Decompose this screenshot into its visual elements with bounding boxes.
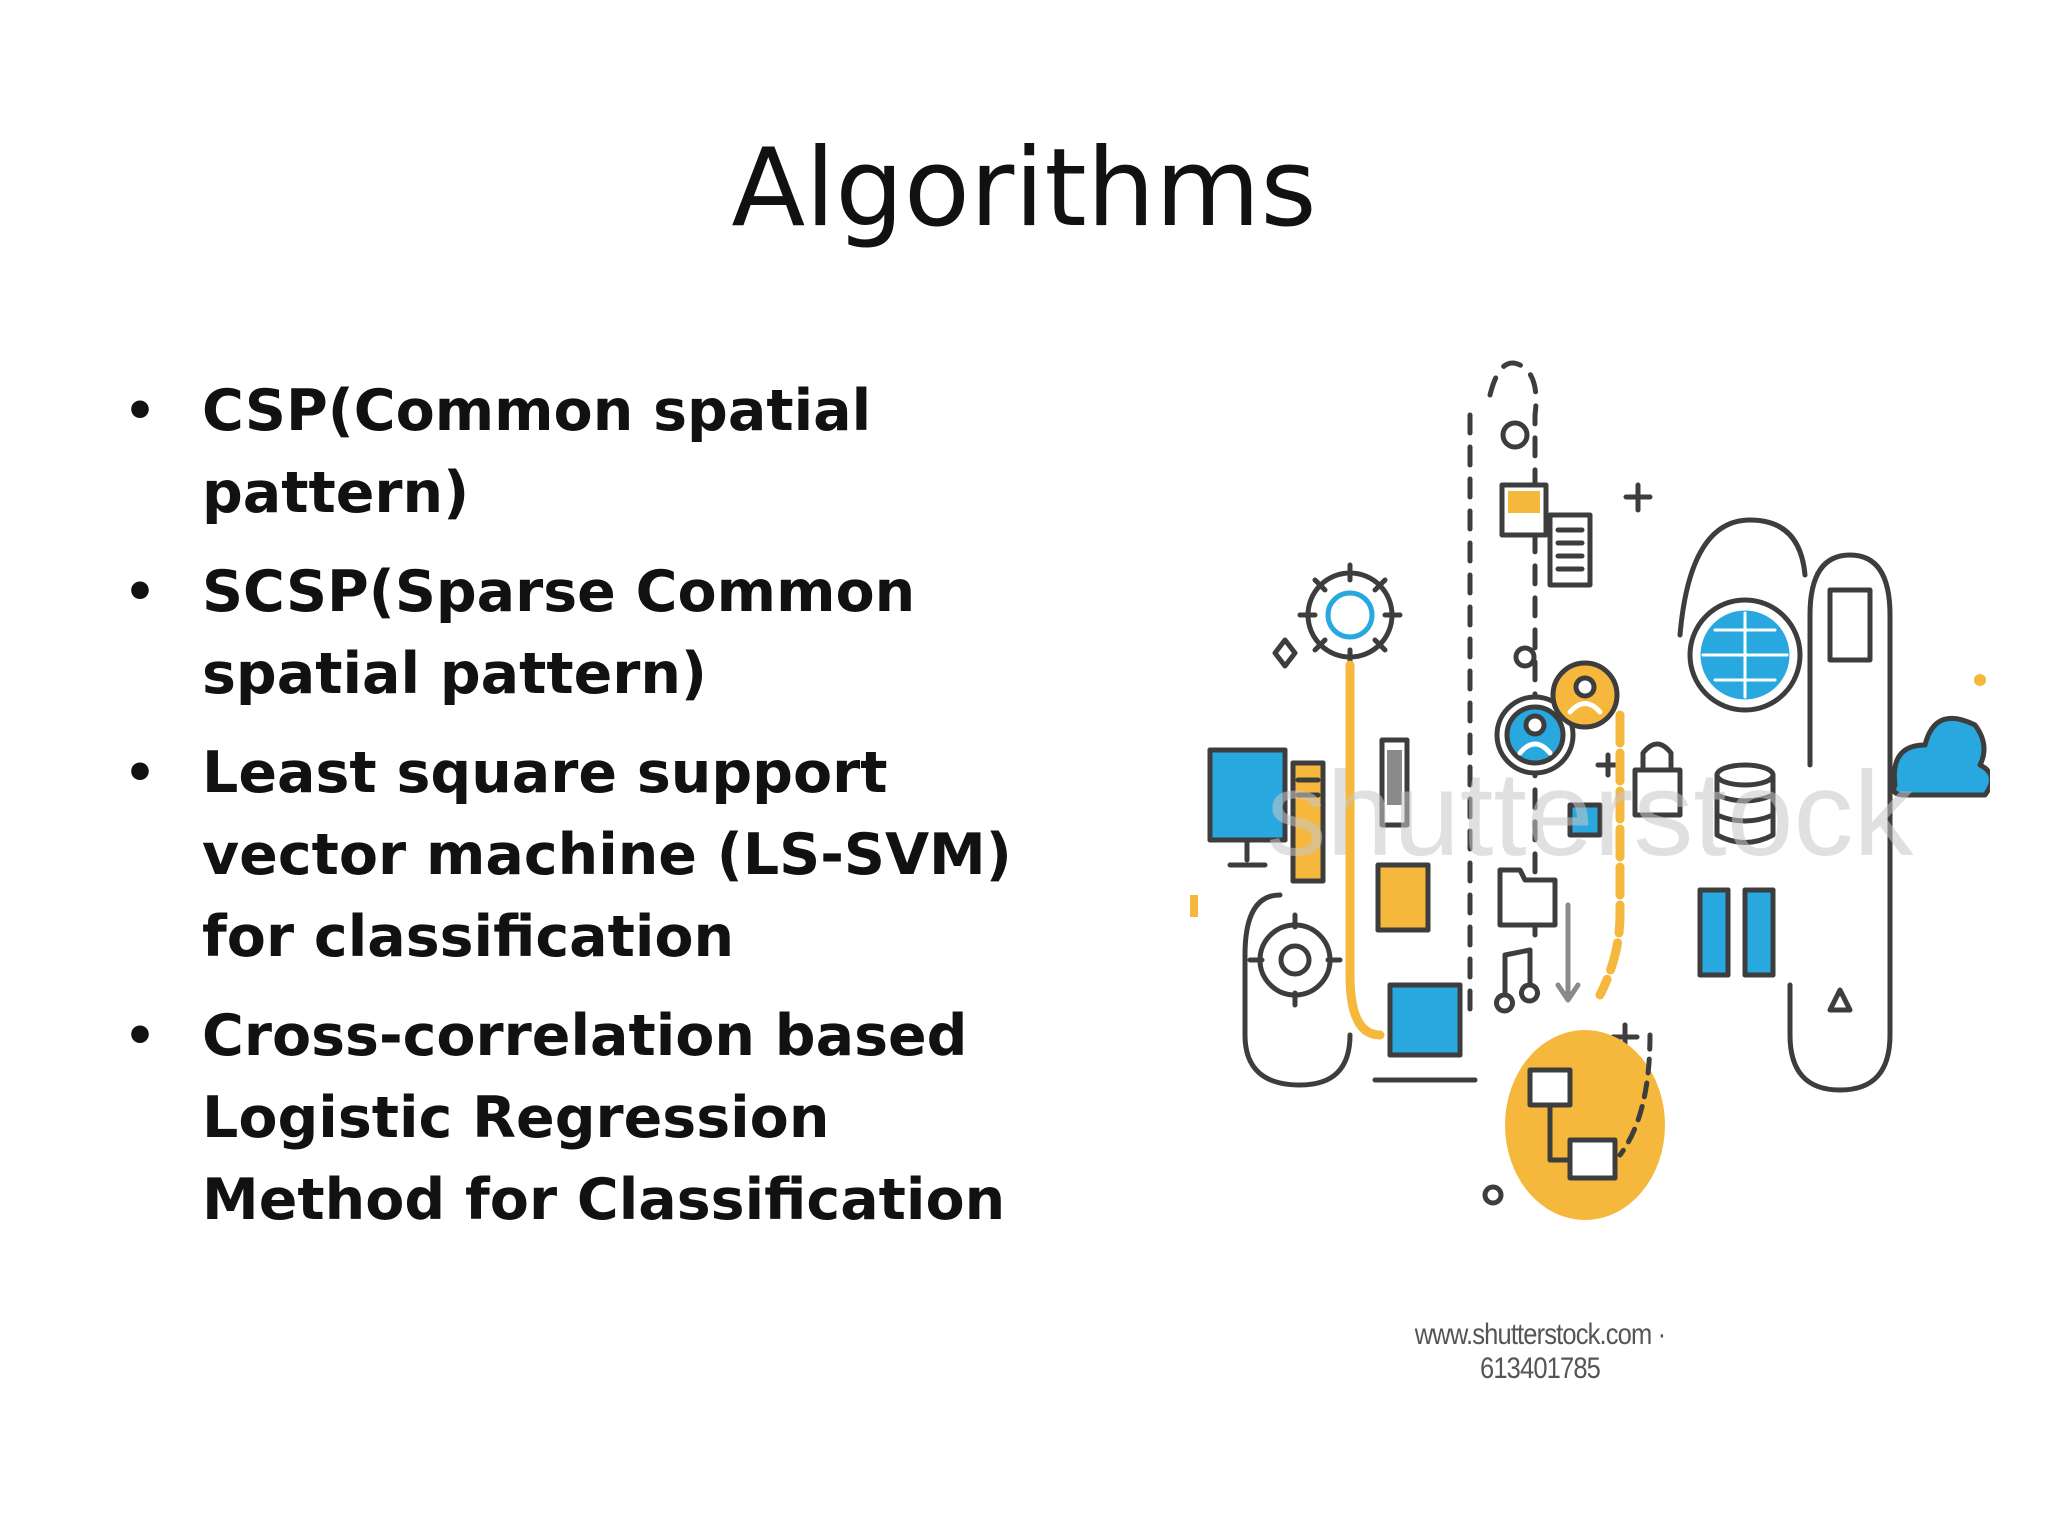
bullet-marker: • — [124, 382, 156, 440]
monitor-icon — [1207, 747, 1288, 868]
gear-icon — [1297, 562, 1403, 668]
music-note-icon — [1494, 947, 1540, 1014]
tablet-icon — [1375, 862, 1431, 933]
folder-icon — [1497, 867, 1558, 928]
bullet-text: Cross-correlation based Logistic Regress… — [202, 1003, 1006, 1233]
database-icon — [1714, 762, 1776, 845]
yellow-connector — [1345, 660, 1385, 1040]
slide-title: Algorithms — [731, 126, 1317, 251]
globe-icon — [1687, 597, 1803, 713]
bullet-list: • CSP(Common spatial pattern) • SCSP(Spa… — [120, 370, 1020, 1258]
yellow-connector — [1595, 710, 1625, 1000]
cloud-icon — [1891, 715, 1990, 798]
bullet-item: • Cross-correlation based Logistic Regre… — [120, 995, 1020, 1241]
bullet-item: • Least square support vector machine (L… — [120, 732, 1020, 978]
curve-connector — [1677, 517, 1808, 638]
node-icon — [1513, 645, 1537, 669]
phone-icon — [1379, 737, 1410, 828]
flowchart-icon — [1505, 1030, 1665, 1220]
server-icon — [1290, 760, 1326, 884]
bullet-marker: • — [124, 744, 156, 802]
dashed-connector — [1487, 360, 1539, 938]
server-icon — [1697, 887, 1776, 978]
bullet-text: CSP(Common spatial pattern) — [202, 378, 872, 526]
plus-icon — [1595, 752, 1621, 778]
bullet-marker: • — [124, 563, 156, 621]
node-icon — [1482, 1184, 1504, 1206]
network-icon — [1567, 802, 1603, 838]
dot-icon — [1974, 674, 1986, 686]
laptop-icon — [1372, 982, 1478, 1083]
bullet-item: • SCSP(Sparse Common spatial pattern) — [120, 551, 1020, 715]
watermark-text: shutterstock — [1267, 747, 1915, 881]
diamond-icon — [1272, 637, 1298, 669]
curve-connector — [1617, 1032, 1653, 1158]
bullet-text: Least square support vector machine (LS-… — [202, 740, 1012, 970]
arrow-icon — [1555, 902, 1581, 1003]
gear-icon — [1247, 912, 1343, 1008]
bullet-marker: • — [124, 1007, 156, 1065]
lock-icon — [1632, 741, 1683, 818]
robot-icon — [1827, 987, 1853, 1013]
dot-icon — [1190, 895, 1198, 917]
bullet-text: SCSP(Sparse Common spatial pattern) — [202, 559, 916, 707]
document-icon — [1547, 512, 1593, 588]
technology-illustration: shutterstock — [1190, 360, 1990, 1220]
plus-icon — [1623, 482, 1653, 513]
user-profile-icon — [1550, 660, 1620, 730]
curve-connector — [1242, 892, 1353, 1088]
flowchart-icon — [1827, 587, 1873, 663]
bullet-item: • CSP(Common spatial pattern) — [120, 370, 1020, 534]
user-profile-icon — [1494, 694, 1576, 776]
gear-icon — [1500, 420, 1530, 450]
image-icon — [1499, 482, 1549, 538]
curve-connector — [1787, 552, 1893, 1093]
image-caption: www.shutterstock.com · 613401785 — [1414, 1318, 1666, 1385]
